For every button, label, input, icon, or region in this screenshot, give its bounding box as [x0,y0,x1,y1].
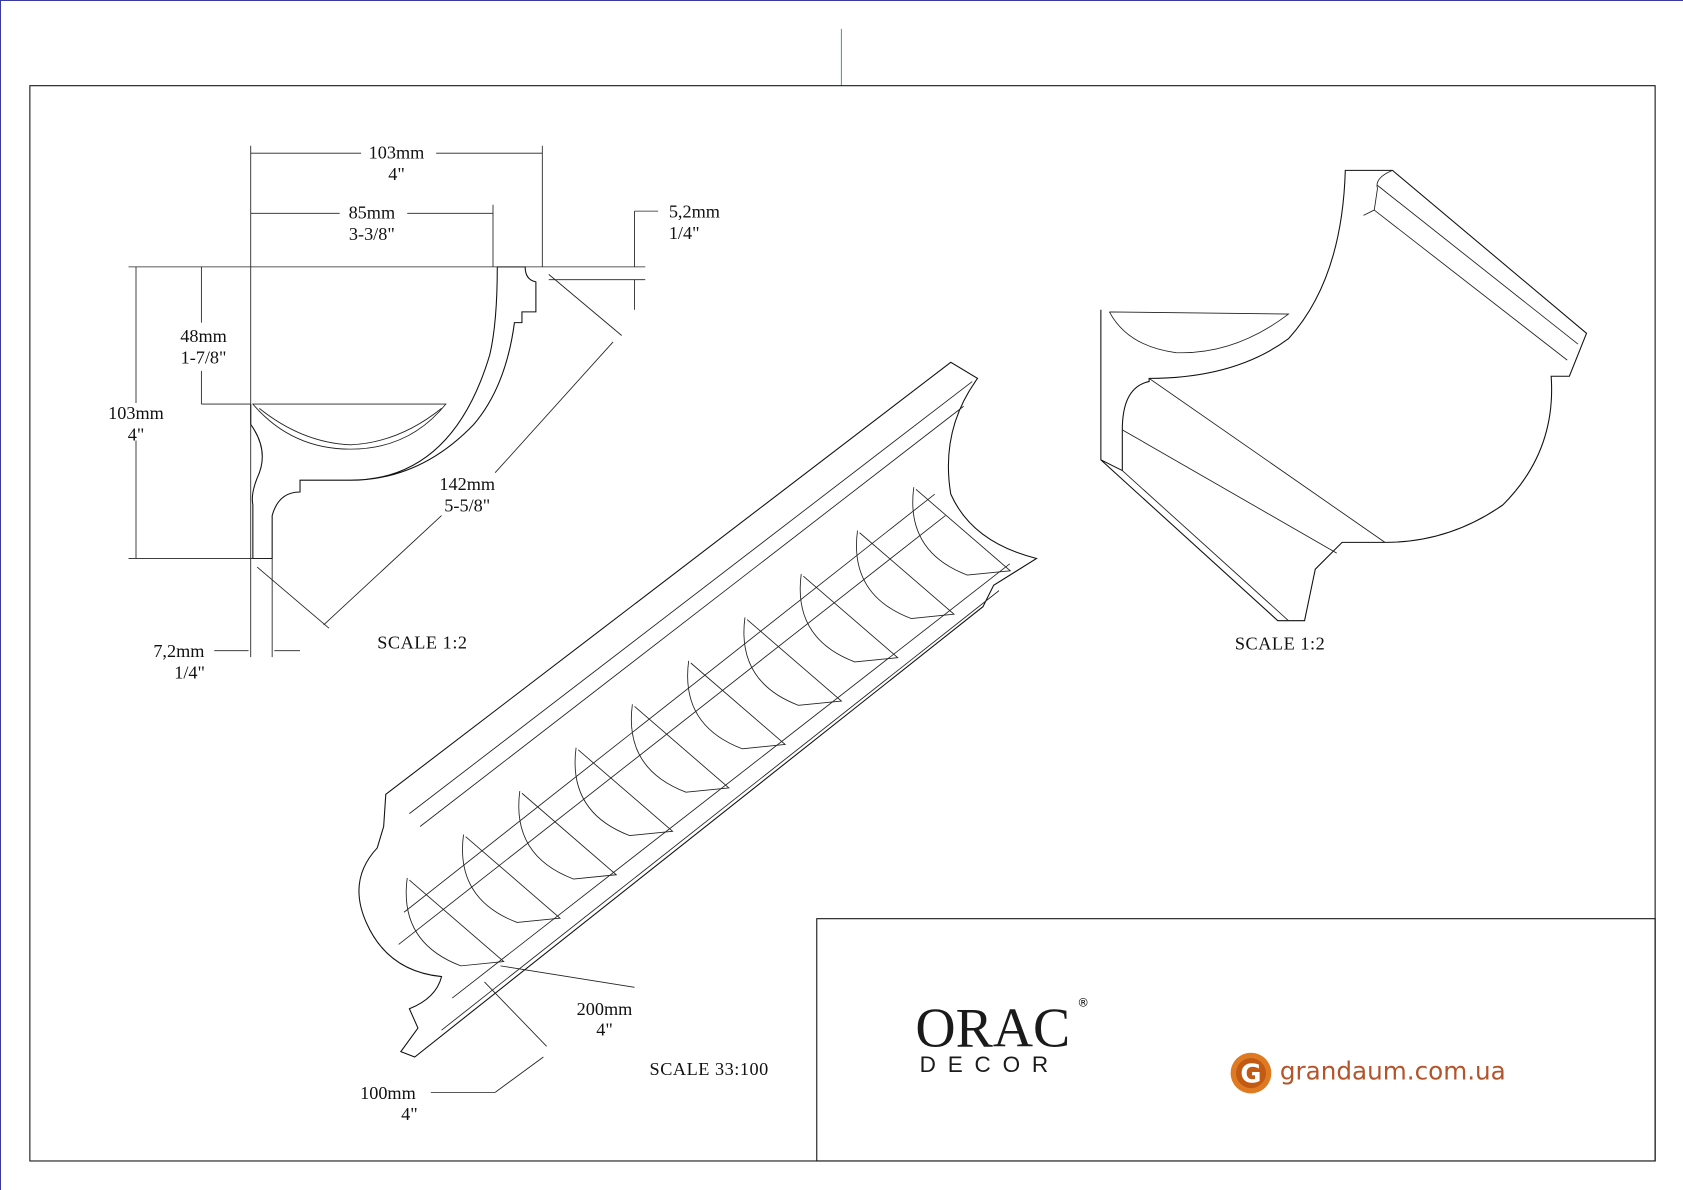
orac-logo: ORAC [915,997,1070,1059]
dim-spacing-in: 4" [596,1020,613,1040]
dim-width-inner-in: 3-3/8" [349,224,395,244]
profile-section-drawing [128,145,659,658]
dim-shelf-height-in: 1-7/8" [181,347,227,367]
section-scale-label: SCALE 1:2 [1235,634,1325,654]
dim-top-lip-in: 1/4" [669,223,700,243]
bracket-fin [912,487,1012,576]
registered-mark: ® [1077,996,1089,1010]
dim-shelf-height-mm: 48mm [180,326,227,346]
dim-width-total-mm: 103mm [369,143,425,163]
orac-logo-sub: DECOR [920,1052,1060,1077]
title-block [816,918,1656,1162]
isometric-scale-label: SCALE 33:100 [650,1059,769,1079]
bracket-fin [574,747,674,837]
dim-height-total-in: 4" [128,425,145,445]
bracket-fin [687,660,787,750]
dim-depth-mm: 100mm [360,1083,416,1103]
sheet-frame [29,85,1656,1162]
dim-bottom-lip-in: 1/4" [174,663,205,683]
bracket-fin [518,791,618,880]
bracket-fin [799,573,899,663]
dim-diagonal-in: 5-5/8" [444,495,490,515]
dim-height-total-mm: 103mm [108,403,164,423]
dim-diagonal-mm: 142mm [439,474,495,494]
dim-bottom-lip-mm: 7,2mm [153,641,204,661]
bracket-fin [743,617,843,706]
bracket-fin [856,530,956,619]
profile-scale-label: SCALE 1:2 [377,633,467,653]
grandaum-site-link[interactable]: grandaum.com.ua [1280,1057,1506,1086]
dim-depth-in: 4" [401,1104,418,1124]
dim-width-inner-mm: 85mm [349,203,396,223]
bracket-fin [631,704,730,793]
bracket-fin [462,834,562,923]
dim-spacing-mm: 200mm [577,999,633,1019]
dim-width-total-in: 4" [388,164,405,184]
grandaum-logo-letter: G [1240,1060,1261,1090]
isometric-drawing [358,361,1038,1093]
bracket-fin [405,877,505,967]
dim-top-lip-mm: 5,2mm [669,202,720,222]
section-3d-drawing [1100,169,1588,622]
